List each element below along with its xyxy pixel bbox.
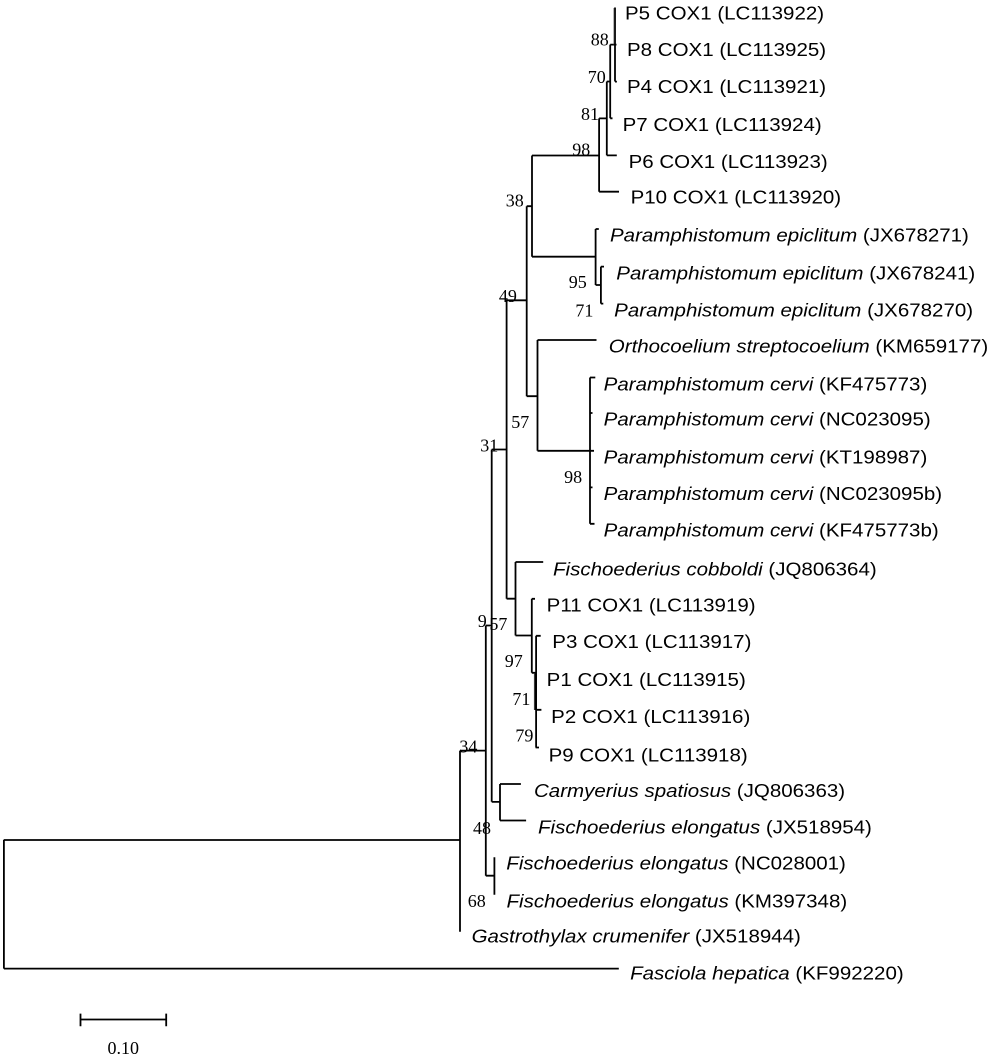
svg-text:68: 68 [468,891,486,911]
svg-text:Paramphistomum epiclitum (JX67: Paramphistomum epiclitum (JX678271) [610,225,969,245]
svg-text:98: 98 [572,140,590,160]
svg-text:79: 79 [515,725,533,745]
svg-text:98: 98 [564,467,582,487]
svg-text:Fischoederius cobboldi (JQ8063: Fischoederius cobboldi (JQ806364) [553,559,877,579]
svg-text:P3 COX1 (LC113917): P3 COX1 (LC113917) [552,632,751,652]
svg-text:70: 70 [588,67,606,87]
svg-text:Fasciola hepatica (KF992220): Fasciola hepatica (KF992220) [630,964,904,984]
svg-text:Fischoederius elongatus (KM397: Fischoederius elongatus (KM397348) [507,891,848,911]
svg-text:95: 95 [569,272,587,292]
svg-text:Gastrothylax crumenifer (JX518: Gastrothylax crumenifer (JX518944) [472,926,801,946]
svg-text:Paramphistomum cervi (NC023095: Paramphistomum cervi (NC023095b) [604,484,942,504]
svg-text:38: 38 [506,191,524,211]
svg-text:P7 COX1 (LC113924): P7 COX1 (LC113924) [623,115,822,135]
svg-text:57: 57 [511,412,529,432]
svg-text:34: 34 [459,736,477,756]
svg-text:P11 COX1 (LC113919): P11 COX1 (LC113919) [547,595,756,615]
svg-text:Carmyerius spatiosus (JQ806363: Carmyerius spatiosus (JQ806363) [534,781,845,801]
svg-text:9: 9 [478,611,487,631]
svg-text:Paramphistomum epiclitum (JX67: Paramphistomum epiclitum (JX678270) [614,301,973,321]
svg-text:Paramphistomum cervi (KF475773: Paramphistomum cervi (KF475773b) [604,520,939,540]
svg-text:Paramphistomum cervi (KT198987: Paramphistomum cervi (KT198987) [604,447,928,467]
svg-text:P6 COX1 (LC113923): P6 COX1 (LC113923) [629,152,828,172]
svg-text:P2 COX1 (LC113916): P2 COX1 (LC113916) [551,707,750,727]
svg-text:Fischoederius elongatus (NC028: Fischoederius elongatus (NC028001) [506,854,846,874]
svg-text:P9 COX1 (LC113918): P9 COX1 (LC113918) [549,745,748,765]
svg-text:P4 COX1 (LC113921): P4 COX1 (LC113921) [627,77,826,97]
svg-text:57: 57 [489,614,507,634]
svg-text:Paramphistomum cervi (NC023095: Paramphistomum cervi (NC023095) [604,409,931,429]
svg-text:Paramphistomum cervi (KF475773: Paramphistomum cervi (KF475773) [604,374,928,394]
svg-text:71: 71 [512,689,530,709]
svg-text:Orthocoelium streptocoelium (K: Orthocoelium streptocoelium (KM659177) [609,336,988,356]
svg-text:P1 COX1 (LC113915): P1 COX1 (LC113915) [547,670,746,690]
svg-text:81: 81 [581,104,599,124]
svg-text:88: 88 [591,30,609,50]
svg-text:49: 49 [499,286,517,306]
svg-text:P10 COX1 (LC113920): P10 COX1 (LC113920) [631,188,842,208]
svg-text:P5 COX1 (LC113922): P5 COX1 (LC113922) [625,4,824,24]
svg-text:Fischoederius elongatus (JX518: Fischoederius elongatus (JX518954) [538,817,872,837]
svg-text:0.10: 0.10 [108,1038,140,1058]
svg-text:P8 COX1 (LC113925): P8 COX1 (LC113925) [627,40,826,60]
svg-text:31: 31 [480,436,498,456]
svg-text:97: 97 [505,651,523,671]
svg-text:71: 71 [575,301,593,321]
svg-text:48: 48 [473,818,491,838]
svg-text:Paramphistomum epiclitum (JX67: Paramphistomum epiclitum (JX678241) [616,263,975,283]
